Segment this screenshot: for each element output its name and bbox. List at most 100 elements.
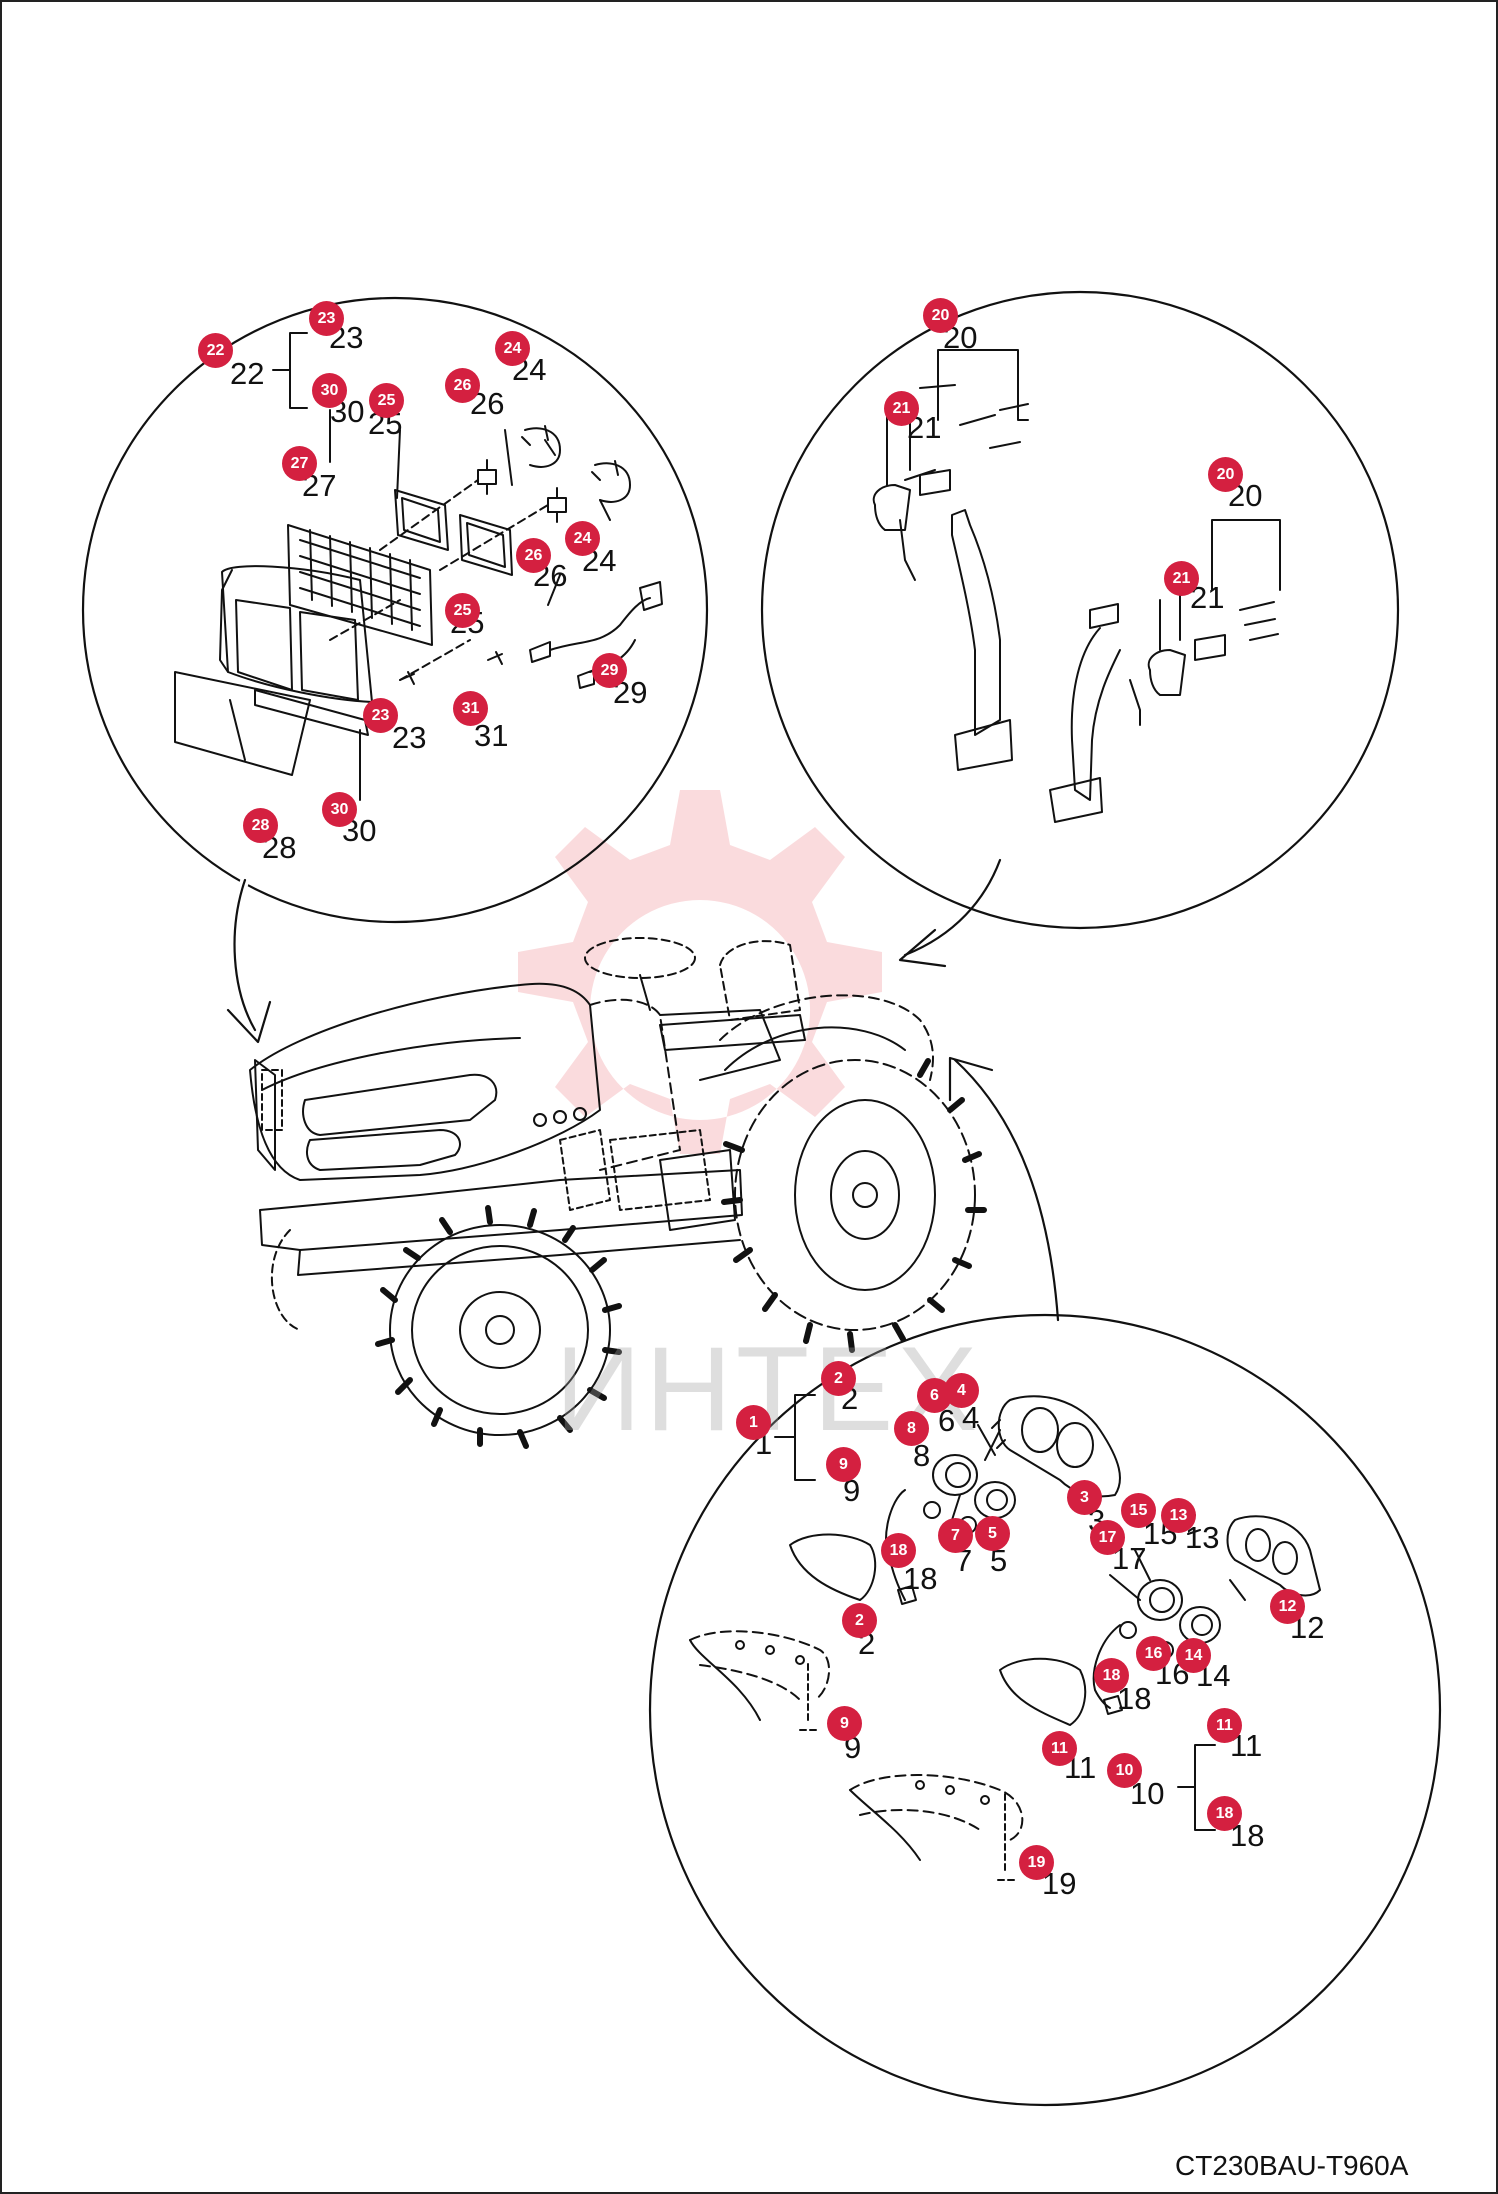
lamp-14: [1179, 1606, 1221, 1644]
callout-badge[interactable]: 23: [309, 301, 344, 336]
callout-badge[interactable]: 18: [1207, 1796, 1242, 1831]
work-lamp-left: [872, 484, 911, 531]
rear-lamp-housing-left: [997, 1395, 1121, 1498]
callout-badge[interactable]: 24: [565, 521, 600, 556]
group-bracket-22: [272, 332, 308, 409]
lamp-5: [974, 1481, 1016, 1519]
part-reference-number: 4: [962, 1400, 980, 1435]
callout-badge[interactable]: 23: [363, 698, 398, 733]
retainer-ring-left: [524, 427, 561, 468]
arrow-to-front: [233, 878, 257, 1032]
screw-23: [399, 671, 415, 685]
part-reference-number: 5: [990, 1543, 1008, 1578]
front-grille-detail-circle: [81, 296, 709, 924]
callout-badge[interactable]: 25: [445, 593, 480, 628]
lamp-stay-left: [951, 509, 1001, 736]
lamp-screws-left: [959, 403, 1029, 449]
lamp-13: [1137, 1579, 1183, 1621]
callout-badge[interactable]: 21: [1164, 561, 1199, 596]
screw-19: [997, 1789, 1015, 1881]
callout-badge[interactable]: 22: [198, 333, 233, 368]
arrow-head-cab: [898, 928, 947, 968]
callout-badge[interactable]: 26: [516, 538, 551, 573]
callout-badge[interactable]: 9: [827, 1706, 862, 1741]
lamp-stay-right: [1070, 603, 1121, 801]
callout-badge[interactable]: 18: [1094, 1658, 1129, 1693]
screw-9: [799, 1659, 817, 1731]
part-reference-number: 23: [392, 720, 427, 755]
group-bracket-10: [1177, 1744, 1216, 1831]
mesh-grille: [287, 524, 433, 646]
arrow-to-cab: [903, 858, 1002, 957]
callout-badge[interactable]: 15: [1121, 1493, 1156, 1528]
headlight-right: [459, 514, 513, 576]
retainer-ring-right: [594, 462, 631, 503]
callout-badge[interactable]: 19: [1019, 1845, 1054, 1880]
part-reference-number: 7: [955, 1543, 973, 1578]
callout-badge[interactable]: 25: [369, 383, 404, 418]
callout-badge[interactable]: 30: [322, 792, 357, 827]
work-lamp-parts: [872, 349, 1281, 823]
lamp-4: [932, 1454, 978, 1496]
arrow-head-rear: [948, 1056, 994, 1102]
callout-badge[interactable]: 29: [592, 653, 627, 688]
headlight-left: [394, 489, 449, 551]
fender-right: [849, 1774, 1024, 1841]
rear-lamp-housing-right: [1226, 1515, 1321, 1597]
callout-badge[interactable]: 1: [736, 1405, 771, 1440]
callout-badge[interactable]: 20: [923, 298, 958, 333]
screw-31: [487, 651, 503, 665]
callout-badge[interactable]: 4: [944, 1373, 979, 1408]
bezel-panel: [174, 671, 311, 776]
callout-badge[interactable]: 7: [938, 1518, 973, 1553]
part-reference-number: 8: [913, 1438, 931, 1473]
callout-badge[interactable]: 17: [1090, 1520, 1125, 1555]
wire-harness: [529, 597, 651, 663]
callout-badge[interactable]: 11: [1207, 1708, 1242, 1743]
bulb-right: [547, 487, 567, 523]
bulb-left: [477, 459, 497, 495]
callout-badge[interactable]: 2: [821, 1361, 856, 1396]
rear-lamp-detail-circle: [648, 1313, 1442, 2107]
callout-badge[interactable]: 5: [975, 1516, 1010, 1551]
work-lamp-detail-circle: [760, 290, 1400, 930]
part-reference-number: 6: [938, 1403, 956, 1438]
callout-badge[interactable]: 11: [1042, 1731, 1077, 1766]
part-reference-number: 22: [230, 356, 265, 391]
work-lamp-right: [1147, 649, 1186, 696]
part-reference-number: 9: [843, 1473, 861, 1508]
callout-badge[interactable]: 2: [842, 1603, 877, 1638]
arrow-head-front: [226, 1000, 272, 1044]
callout-badge[interactable]: 10: [1107, 1753, 1142, 1788]
grille-frame: [221, 565, 373, 703]
cover-11: [999, 1657, 1087, 1726]
callout-badge[interactable]: 31: [453, 691, 488, 726]
watermark-gear-icon: [518, 790, 882, 1154]
arrow-to-rear: [953, 1058, 1060, 1322]
callout-badge[interactable]: 21: [884, 391, 919, 426]
fender-left: [689, 1630, 831, 1701]
tractor-illustration: [249, 937, 987, 1449]
callout-badge[interactable]: 28: [243, 808, 278, 843]
callout-badge[interactable]: 18: [881, 1533, 916, 1568]
callout-badge[interactable]: 24: [495, 331, 530, 366]
callout-badge[interactable]: 9: [826, 1447, 861, 1482]
callout-badge[interactable]: 14: [1176, 1638, 1211, 1673]
part-reference-number: 18: [903, 1561, 938, 1596]
callout-badge[interactable]: 30: [312, 373, 347, 408]
callout-badge[interactable]: 26: [445, 368, 480, 403]
leader-20-left: [937, 349, 1029, 421]
group-bracket-1: [774, 1394, 816, 1481]
cover-2: [789, 1533, 877, 1601]
callout-badge[interactable]: 8: [894, 1411, 929, 1446]
callout-badge[interactable]: 16: [1136, 1636, 1171, 1671]
callout-badge[interactable]: 12: [1270, 1589, 1305, 1624]
callout-badge[interactable]: 13: [1161, 1498, 1196, 1533]
callout-badge[interactable]: 20: [1208, 457, 1243, 492]
callout-badge[interactable]: 27: [282, 446, 317, 481]
diagram-code: CT230BAU-T960A: [1175, 2150, 1409, 2181]
part-reference-number: 31: [474, 718, 509, 753]
callout-badge[interactable]: 3: [1067, 1480, 1102, 1515]
